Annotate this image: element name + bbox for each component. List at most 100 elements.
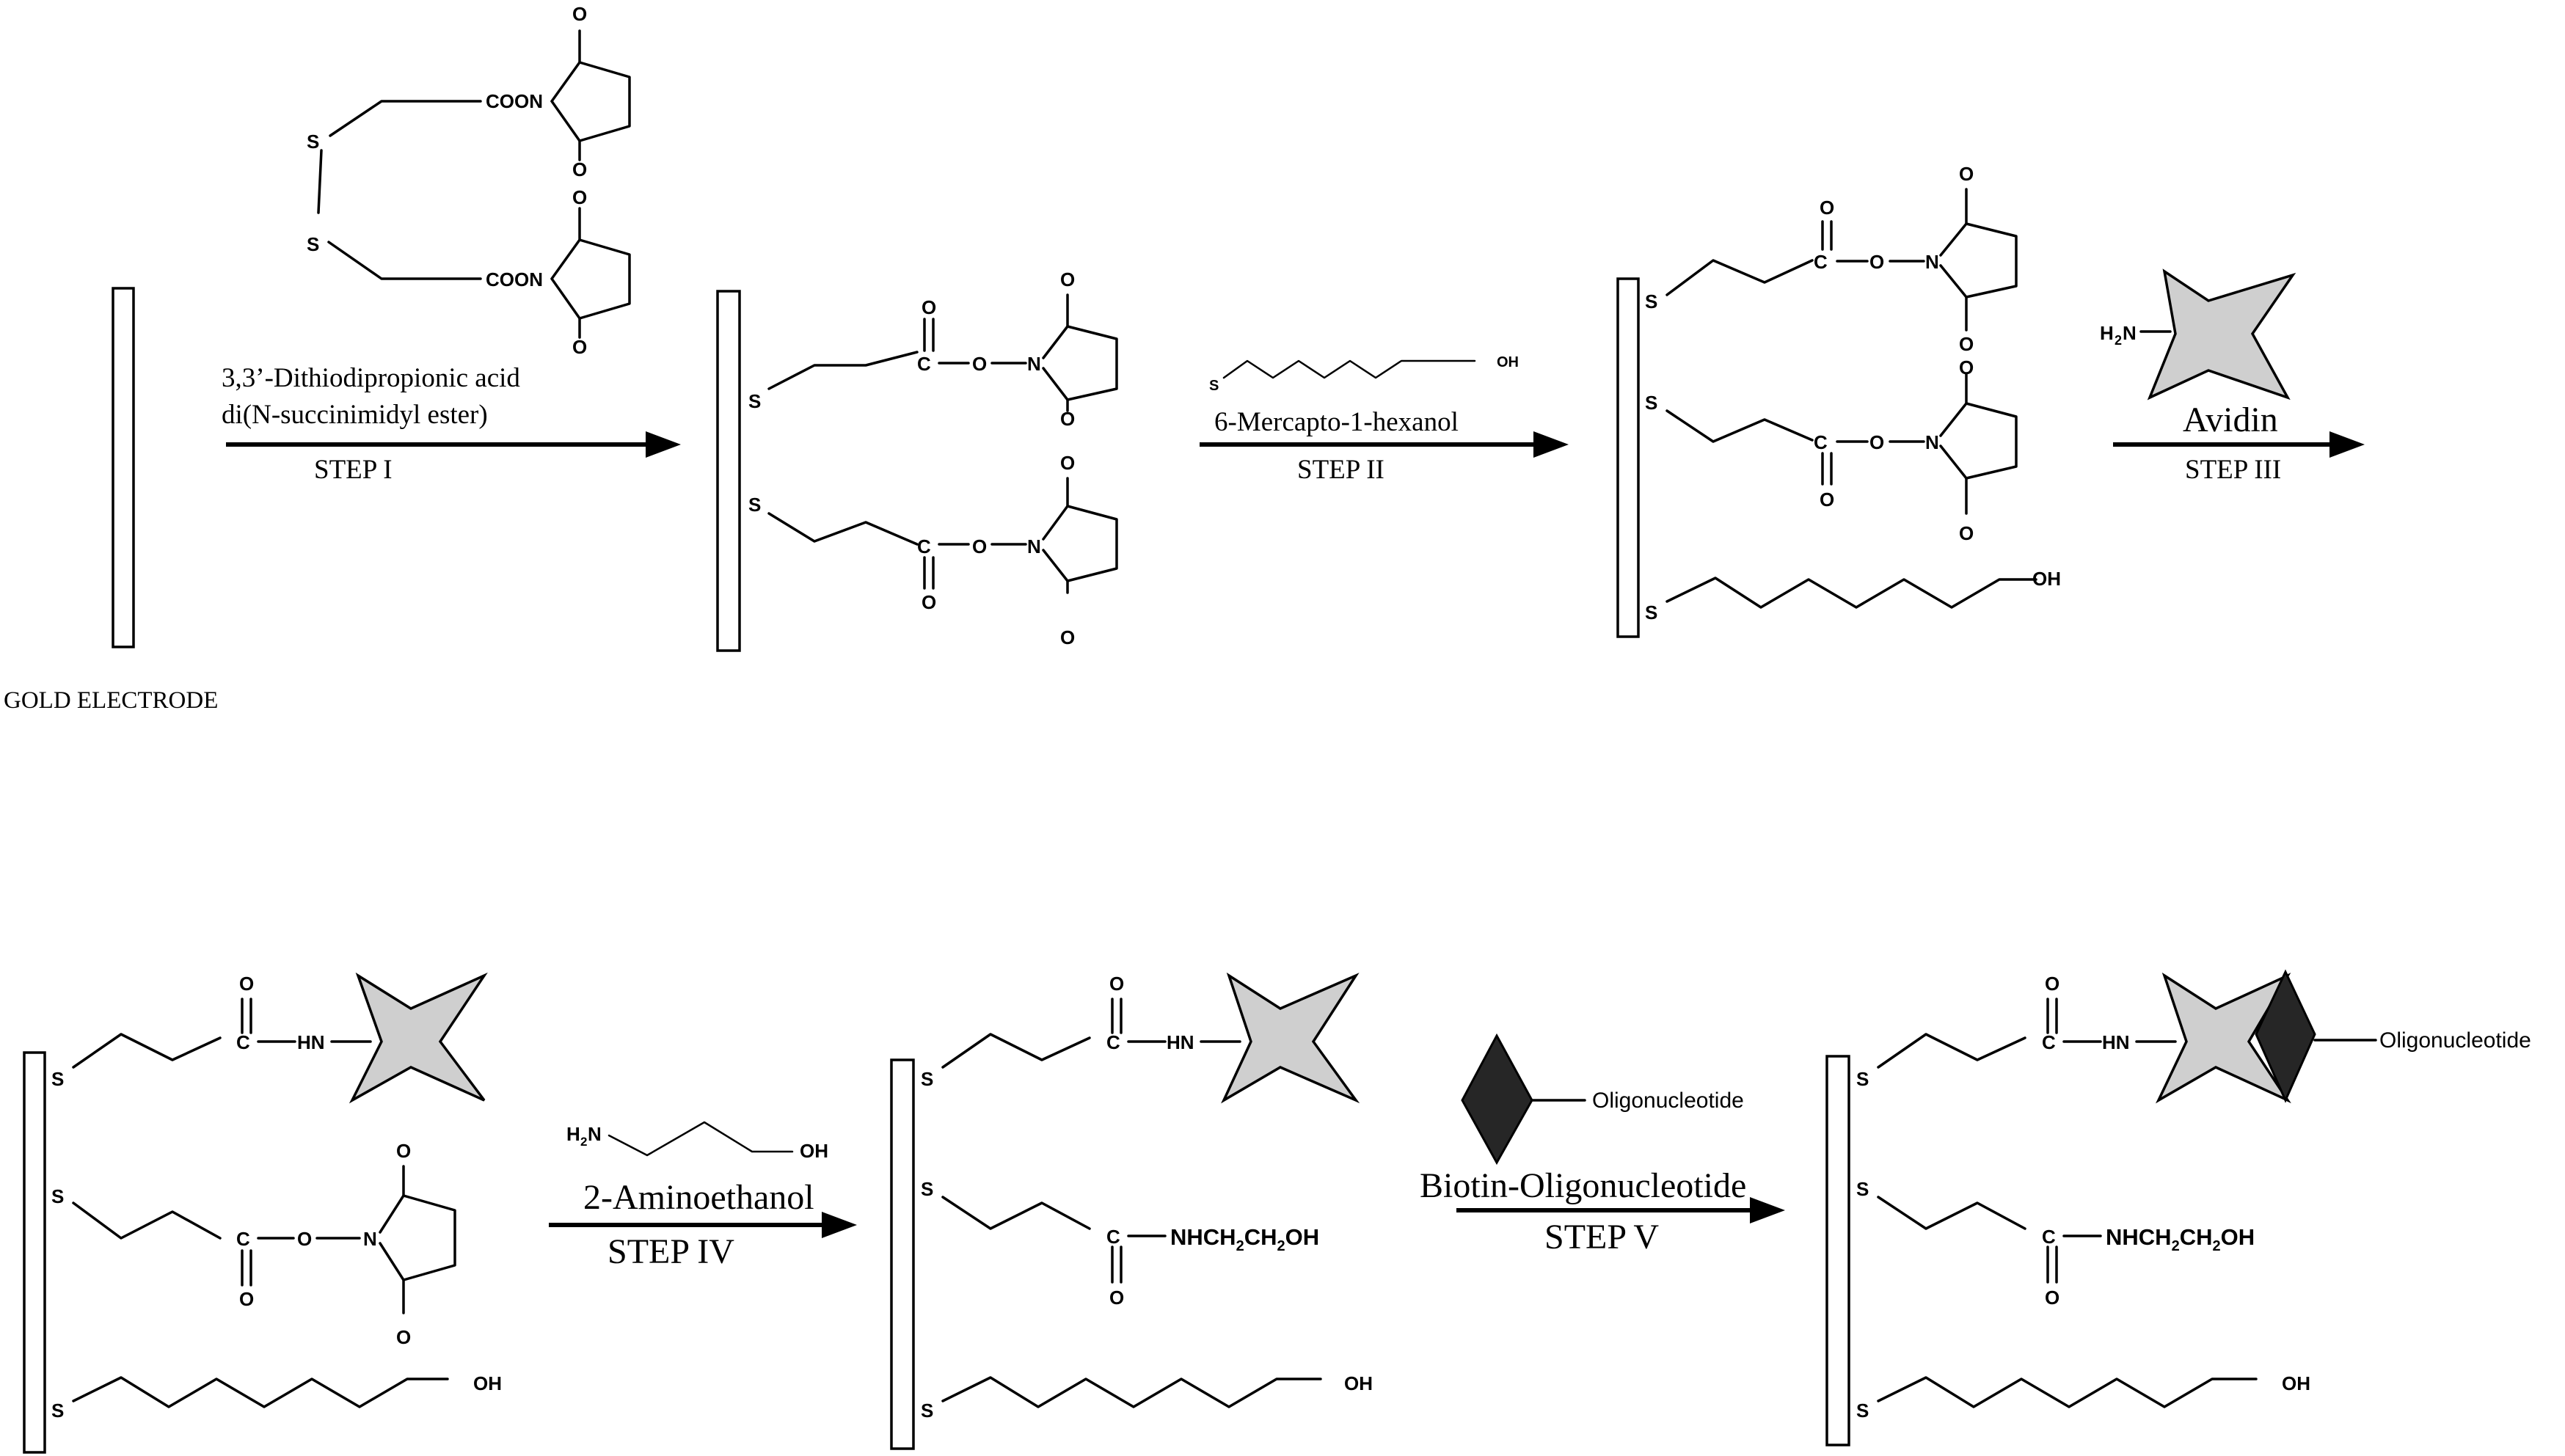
svg-text:O: O <box>297 1228 312 1250</box>
avidin-star-icon <box>2147 268 2296 400</box>
svg-text:O: O <box>1820 489 1834 511</box>
svg-text:OH: OH <box>2032 568 2061 590</box>
gold-electrode <box>112 287 135 648</box>
svg-text:O: O <box>1869 431 1884 453</box>
svg-text:HN: HN <box>1167 1031 1194 1053</box>
svg-text:N: N <box>1925 431 1939 453</box>
svg-text:NHCH2CH2OH: NHCH2CH2OH <box>2106 1224 2255 1254</box>
svg-text:H: H <box>566 1123 580 1145</box>
svg-text:N: N <box>588 1123 602 1145</box>
hexanol-chain-4: S OH <box>1856 1372 2310 1422</box>
svg-text:O: O <box>1109 1287 1124 1309</box>
svg-text:O: O <box>1820 197 1834 219</box>
svg-text:S: S <box>51 1400 64 1422</box>
svg-text:COON: COON <box>486 268 543 290</box>
hydroxyethyl-amide-arm-2: S C O NHCH2CH2OH <box>1856 1178 2255 1309</box>
svg-text:O: O <box>1060 452 1075 474</box>
svg-text:C: C <box>2042 1031 2056 1053</box>
svg-text:C: C <box>917 535 931 557</box>
svg-text:OH: OH <box>1497 354 1519 370</box>
svg-text:O: O <box>1959 522 1974 544</box>
electrode-step2 <box>1616 277 1640 638</box>
svg-text:S: S <box>1645 601 1657 623</box>
svg-text:OH: OH <box>800 1140 828 1162</box>
svg-text:N: N <box>1027 535 1041 557</box>
avidin-star-icon <box>349 972 488 1104</box>
avidin-star-icon <box>1221 972 1360 1104</box>
svg-text:O: O <box>239 1288 254 1310</box>
mercaptohexanol-reagent-structure: S OH <box>1209 354 1519 394</box>
svg-text:S: S <box>307 233 319 255</box>
avidin-amide-arm: S C O HN <box>51 972 488 1104</box>
svg-text:O: O <box>572 3 587 25</box>
svg-text:C: C <box>1814 251 1828 273</box>
step3-label: STEP III <box>2185 455 2281 485</box>
nhs-ester-arm-lower-2: S C O O N O O <box>1645 356 2018 544</box>
svg-text:S: S <box>921 1178 933 1200</box>
step5-reagent: Biotin-Oligonucleotide <box>1420 1166 1746 1205</box>
svg-text:S: S <box>51 1068 64 1090</box>
step1-label: STEP I <box>314 455 393 485</box>
svg-text:OH: OH <box>2282 1372 2310 1394</box>
svg-text:S: S <box>1856 1068 1869 1090</box>
svg-text:O: O <box>239 973 254 995</box>
svg-text:N: N <box>1027 353 1041 375</box>
svg-text:O: O <box>1060 626 1075 648</box>
svg-text:N: N <box>1925 251 1939 273</box>
svg-text:S: S <box>1645 290 1657 312</box>
svg-text:H: H <box>2100 322 2114 344</box>
svg-text:S: S <box>921 1068 933 1090</box>
hexanol-chain: S OH <box>1645 568 2061 623</box>
electrode-step1 <box>716 290 741 652</box>
step1-reagent-line2: di(N-succinimidyl ester) <box>222 400 488 430</box>
svg-text:HN: HN <box>2102 1031 2130 1053</box>
svg-text:S: S <box>1856 1400 1869 1422</box>
nhs-ester-arm-upper: S C O O N O O <box>748 268 1118 430</box>
svg-text:O: O <box>1869 251 1884 273</box>
svg-text:O: O <box>572 336 587 358</box>
biotin-diamond-icon <box>1461 1033 1533 1166</box>
step1-reagent-line1: 3,3’-Dithiodipropionic acid <box>222 363 520 393</box>
electrode-step4 <box>890 1058 915 1450</box>
svg-text:O: O <box>922 591 936 613</box>
svg-text:O: O <box>972 353 987 375</box>
svg-text:O: O <box>2045 973 2059 995</box>
nhs-ester-arm-upper-2: S C O O N O O <box>1645 163 2018 355</box>
electrode-step3 <box>23 1051 46 1454</box>
step5-label: STEP V <box>1544 1218 1659 1256</box>
svg-text:S: S <box>1856 1178 1869 1200</box>
hexanol-chain-2: S OH <box>51 1372 502 1422</box>
svg-text:O: O <box>2045 1287 2059 1309</box>
svg-text:S: S <box>307 131 319 153</box>
svg-text:COON: COON <box>486 90 543 112</box>
svg-text:S: S <box>748 390 761 412</box>
svg-text:O: O <box>1959 356 1974 378</box>
svg-text:Oligonucleotide: Oligonucleotide <box>2379 1028 2531 1053</box>
electrode-step5 <box>1825 1055 1850 1446</box>
svg-text:S: S <box>1209 378 1219 394</box>
svg-text:2: 2 <box>580 1135 587 1149</box>
avidin-biotin-oligo-arm: S C O HN Oligonucleotide <box>1856 969 2531 1104</box>
svg-text:N: N <box>363 1228 377 1250</box>
svg-text:O: O <box>972 535 987 557</box>
step3-reagent: Avidin <box>2183 400 2278 439</box>
svg-text:S: S <box>921 1400 933 1422</box>
nhs-ester-arm-lower: S C O O N O O <box>748 452 1118 648</box>
svg-text:O: O <box>1060 268 1075 290</box>
svg-text:O: O <box>572 186 587 208</box>
svg-text:O: O <box>396 1140 411 1162</box>
avidin-star-icon <box>2156 972 2291 1104</box>
svg-text:O: O <box>1060 408 1075 430</box>
svg-text:O: O <box>396 1326 411 1348</box>
nhs-ester-arm-3: S C O O N O O <box>51 1140 456 1348</box>
svg-text:C: C <box>236 1228 250 1250</box>
svg-text:C: C <box>917 353 931 375</box>
avidin-amide-arm-2: S C O HN <box>921 972 1360 1104</box>
svg-text:O: O <box>572 158 587 180</box>
svg-text:S: S <box>1645 392 1657 414</box>
svg-text:2: 2 <box>2115 333 2122 348</box>
biotin-diamond-icon <box>2255 969 2316 1103</box>
svg-text:O: O <box>1959 333 1974 355</box>
avidin-reagent: H 2 N <box>2100 268 2296 400</box>
